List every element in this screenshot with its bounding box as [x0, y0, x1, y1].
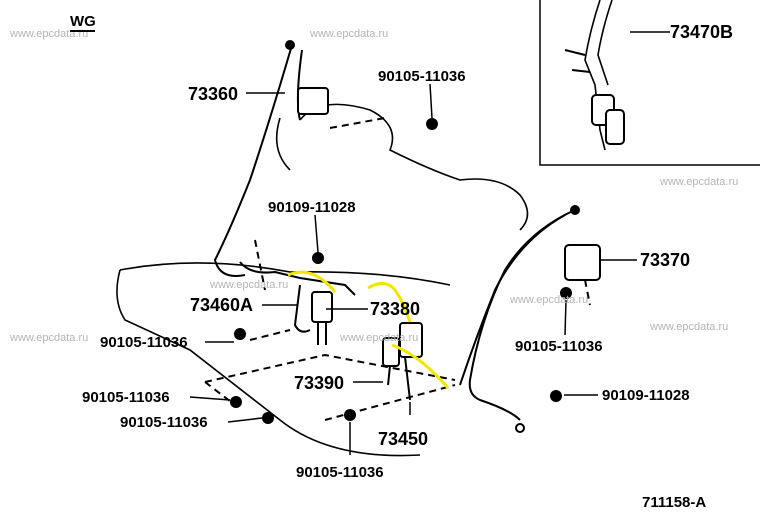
part-label-73460a: 73460A [190, 295, 253, 315]
watermark: www.epcdata.ru [509, 294, 588, 306]
part-label-73450: 73450 [378, 429, 428, 449]
diagram-id: 711158-A [642, 494, 706, 511]
bolt-label-90105-11036: 90105-11036 [378, 68, 466, 85]
watermark: www.epcdata.ru [309, 28, 388, 40]
part-label-73470b: 73470B [670, 22, 733, 42]
bolt-label-90109-11028: 90109-11028 [268, 199, 356, 216]
part-label-73360: 73360 [188, 84, 238, 104]
watermark: www.epcdata.ru [9, 332, 88, 344]
bolt-label-90105-11036: 90105-11036 [82, 389, 170, 406]
watermark: www.epcdata.ru [659, 176, 738, 188]
bolt-label-90105-11036: 90105-11036 [120, 414, 208, 431]
watermark: www.epcdata.ru [9, 28, 88, 40]
part-label-73370: 73370 [640, 250, 690, 270]
bolt-label-90105-11036: 90105-11036 [296, 464, 384, 481]
bolt-label-90109-11028: 90109-11028 [602, 387, 690, 404]
part-label-73380: 73380 [370, 299, 420, 319]
part-label-73390: 73390 [294, 373, 344, 393]
watermark: www.epcdata.ru [649, 321, 728, 333]
bolt-label-90105-11036: 90105-11036 [515, 338, 603, 355]
watermark: www.epcdata.ru [209, 279, 288, 291]
watermark: www.epcdata.ru [339, 332, 418, 344]
variant-code: WG [70, 13, 96, 30]
inset-frame [539, 0, 760, 166]
bolt-label-90105-11036: 90105-11036 [100, 334, 188, 351]
